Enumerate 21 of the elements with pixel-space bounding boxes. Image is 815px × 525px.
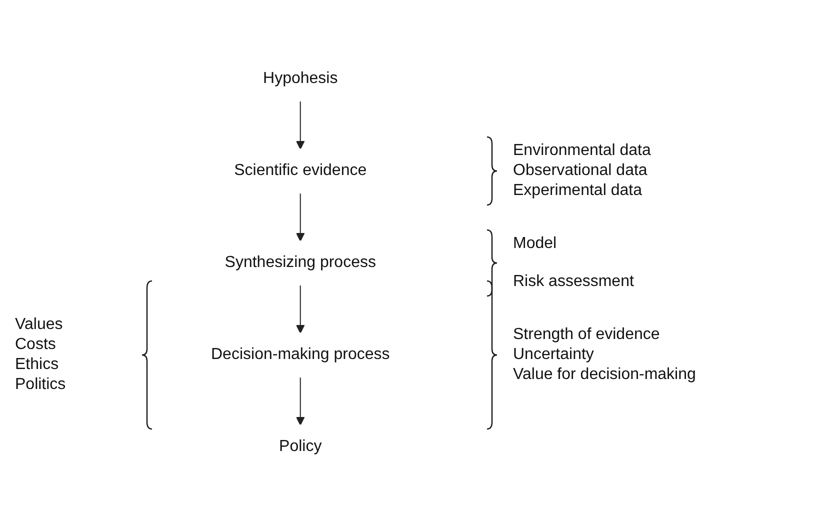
arrow bbox=[296, 284, 304, 333]
node-text: Policy bbox=[278, 438, 322, 454]
arrow bbox=[296, 100, 304, 149]
node-text: Synthesizing process bbox=[224, 254, 376, 270]
node-text: Decision-making process bbox=[210, 346, 390, 362]
side-note: Strength of evidence bbox=[513, 324, 661, 344]
side-note: Value for decision-making bbox=[513, 364, 696, 384]
node-text: Scientific evidence bbox=[234, 162, 366, 178]
arrow bbox=[296, 376, 304, 425]
side-note: Environmental data bbox=[513, 140, 651, 160]
side-note: Risk assessment bbox=[513, 272, 634, 292]
side-note: Uncertainty bbox=[513, 344, 595, 364]
side-note: Values bbox=[15, 314, 64, 334]
side-note: Observational data bbox=[513, 160, 648, 180]
side-note: Costs bbox=[15, 334, 57, 354]
node-text: Hypohesis bbox=[262, 70, 338, 86]
side-note: Model bbox=[513, 234, 558, 254]
arrow bbox=[296, 192, 304, 241]
side-note: Politics bbox=[15, 374, 66, 394]
side-note: Experimental data bbox=[513, 180, 643, 200]
side-note: Ethics bbox=[15, 354, 60, 374]
